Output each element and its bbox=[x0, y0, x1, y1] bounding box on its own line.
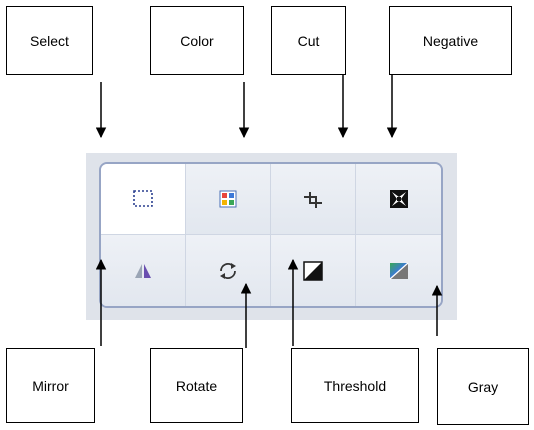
select-label: Select bbox=[6, 6, 93, 75]
threshold-icon bbox=[303, 260, 323, 281]
cut-tool-button[interactable] bbox=[271, 164, 356, 235]
cut-label: Cut bbox=[271, 6, 346, 75]
mirror-triangles-icon bbox=[135, 263, 151, 278]
dashed-selection-icon bbox=[133, 190, 153, 207]
color-grid-icon bbox=[219, 190, 237, 208]
gray-label: Gray bbox=[437, 348, 529, 425]
threshold-tool-button[interactable] bbox=[271, 235, 356, 306]
toolbar bbox=[99, 162, 443, 308]
rotate-label: Rotate bbox=[150, 348, 243, 423]
rotate-tool-button[interactable] bbox=[186, 235, 271, 306]
color-label: Color bbox=[150, 6, 244, 75]
rotate-arrows-icon bbox=[220, 262, 236, 279]
crop-icon bbox=[304, 192, 322, 208]
mirror-label: Mirror bbox=[6, 348, 95, 423]
mirror-tool-button[interactable] bbox=[101, 235, 186, 306]
gray-tool-button[interactable] bbox=[356, 235, 441, 306]
negative-pattern-icon bbox=[389, 190, 408, 208]
threshold-label: Threshold bbox=[291, 348, 419, 423]
gray-gradient-icon bbox=[389, 262, 408, 279]
negative-label: Negative bbox=[389, 6, 512, 75]
color-tool-button[interactable] bbox=[186, 164, 271, 235]
negative-tool-button[interactable] bbox=[356, 164, 441, 235]
select-tool-button[interactable] bbox=[101, 164, 186, 235]
